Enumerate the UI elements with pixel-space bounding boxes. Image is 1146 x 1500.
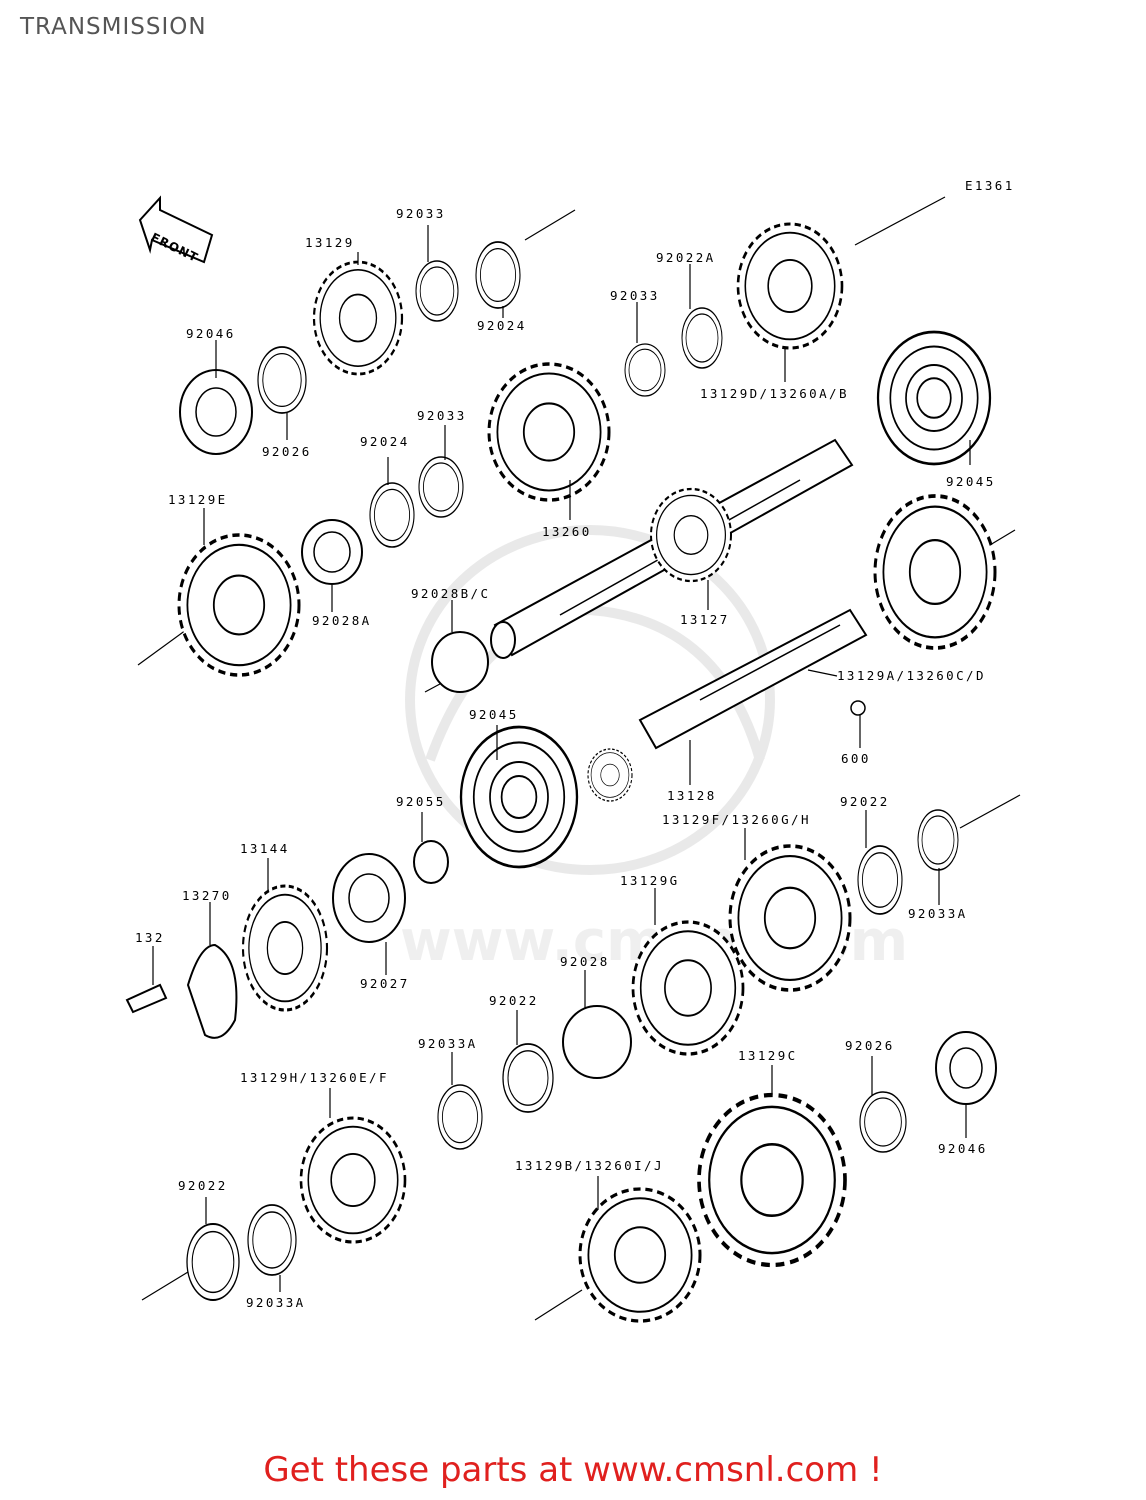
part-label: 92024	[360, 434, 410, 449]
leader-lines	[152, 225, 971, 1292]
part-label: 92046	[938, 1141, 988, 1156]
page-title: TRANSMISSION	[20, 14, 207, 40]
part-label: 13270	[182, 888, 232, 903]
part-label: 92033	[396, 206, 446, 221]
part-label: 13129B/13260I/J	[515, 1158, 664, 1173]
part-label: 13144	[240, 841, 290, 856]
part-label: 13129F/13260G/H	[662, 812, 811, 827]
diagram-code: E1361	[965, 178, 1015, 193]
part-label: 92028	[560, 954, 610, 969]
part-label: 13129E	[168, 492, 228, 507]
part-label: 92026	[845, 1038, 895, 1053]
axis-guides	[137, 196, 1021, 1321]
part-label: 92026	[262, 444, 312, 459]
part-label: 13129H/13260E/F	[240, 1070, 389, 1085]
front-arrow-icon: FRONT	[138, 195, 214, 265]
part-label: 92033	[417, 408, 467, 423]
part-label: 92046	[186, 326, 236, 341]
part-label: 92028B/C	[411, 586, 490, 601]
part-label: 92022	[489, 993, 539, 1008]
part-label: 92028A	[312, 613, 372, 628]
part-label: 13128	[667, 788, 717, 803]
part-label: 92033	[610, 288, 660, 303]
part-label: 92033A	[418, 1036, 478, 1051]
component-shapes	[125, 222, 997, 1323]
part-label: 92022	[178, 1178, 228, 1193]
part-label: 92022	[840, 794, 890, 809]
part-label: 13127	[680, 612, 730, 627]
part-label: 92027	[360, 976, 410, 991]
part-label: 92022A	[656, 250, 716, 265]
part-label: 13129A/13260C/D	[837, 668, 986, 683]
part-label: 13129C	[738, 1048, 798, 1063]
part-label: 132	[135, 930, 165, 945]
part-label: 13129G	[620, 873, 680, 888]
part-label: 13260	[542, 524, 592, 539]
part-labels: 92033 13129 92024 92022A 92033 92046 131…	[135, 206, 996, 1310]
part-label: 92055	[396, 794, 446, 809]
part-label: 13129D/13260A/B	[700, 386, 849, 401]
part-label: 13129	[305, 235, 355, 250]
part-label: 92045	[469, 707, 519, 722]
part-label: 92024	[477, 318, 527, 333]
footer-link[interactable]: Get these parts at www.cmsnl.com !	[263, 1450, 883, 1490]
input-shaft	[638, 608, 868, 750]
part-label: 600	[841, 751, 871, 766]
part-label: 92045	[946, 474, 996, 489]
part-label: 92033A	[246, 1295, 306, 1310]
part-label: 92033A	[908, 906, 968, 921]
